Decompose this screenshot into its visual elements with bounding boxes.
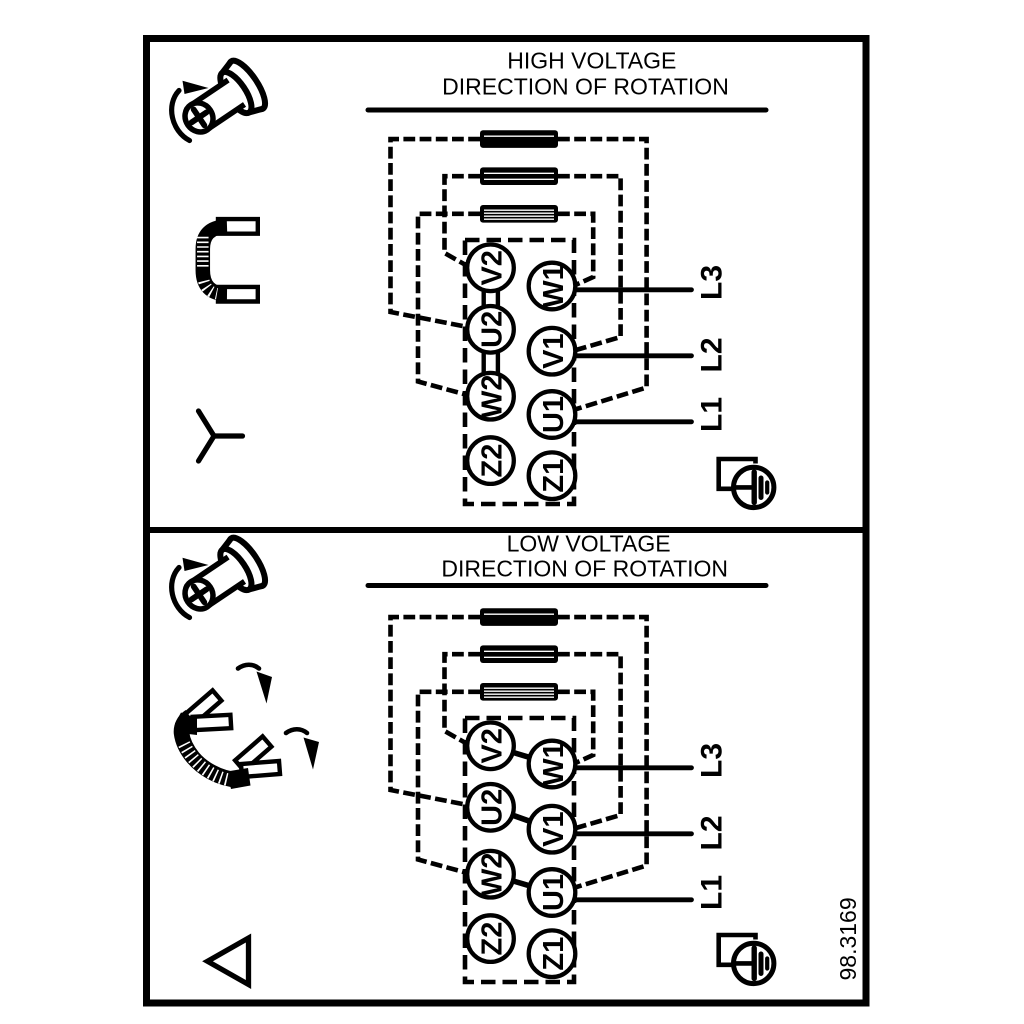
svg-text:V1: V1 [538, 333, 570, 368]
svg-text:W2: W2 [477, 852, 509, 896]
svg-text:98.3169: 98.3169 [835, 897, 861, 980]
svg-text:L3: L3 [695, 743, 728, 778]
svg-text:V1: V1 [538, 811, 570, 846]
svg-text:L1: L1 [695, 397, 728, 432]
svg-text:Z1: Z1 [538, 459, 570, 493]
svg-text:Z2: Z2 [477, 444, 509, 478]
svg-text:Z2: Z2 [477, 922, 509, 956]
svg-text:W2: W2 [477, 374, 509, 418]
svg-text:L3: L3 [695, 265, 728, 300]
svg-text:DIRECTION OF ROTATION: DIRECTION OF ROTATION [441, 555, 728, 581]
svg-text:V2: V2 [477, 250, 509, 285]
svg-text:L2: L2 [695, 815, 728, 850]
svg-text:DIRECTION OF ROTATION: DIRECTION OF ROTATION [442, 73, 729, 99]
svg-text:L1: L1 [695, 875, 728, 910]
svg-text:W1: W1 [538, 264, 570, 308]
svg-text:W1: W1 [538, 742, 570, 786]
svg-text:LOW VOLTAGE: LOW VOLTAGE [507, 530, 671, 556]
svg-text:U2: U2 [477, 789, 509, 826]
svg-text:Z1: Z1 [538, 937, 570, 971]
svg-text:U1: U1 [538, 396, 570, 433]
svg-text:U1: U1 [538, 874, 570, 911]
svg-text:HIGH VOLTAGE: HIGH VOLTAGE [507, 47, 676, 73]
svg-text:U2: U2 [477, 311, 509, 348]
svg-text:L2: L2 [695, 337, 728, 372]
svg-text:V2: V2 [477, 728, 509, 763]
